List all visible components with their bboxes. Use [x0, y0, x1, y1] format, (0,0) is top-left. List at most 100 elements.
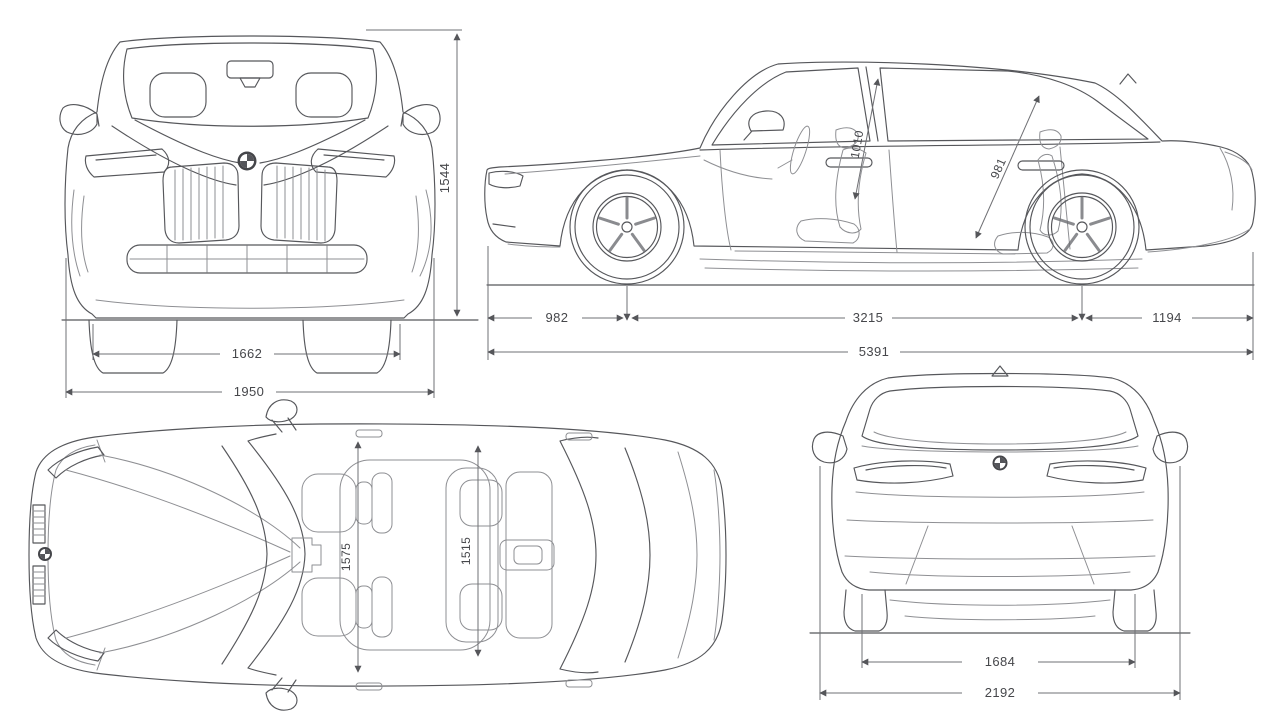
front-rearview-mirror-mount	[239, 77, 261, 88]
side-antenna-fin	[1119, 73, 1137, 85]
rear-wheel-right	[1112, 589, 1157, 632]
side-door-handle-rear	[1017, 160, 1065, 171]
rear-shelf-line	[861, 445, 1139, 453]
side-view	[484, 61, 1256, 286]
side-mirror	[743, 110, 785, 141]
dimension-annotations: 1544 1662 1950 1010 981	[65, 29, 1254, 700]
rear-wheel-left	[843, 589, 888, 632]
dim-label: 981	[988, 156, 1009, 181]
dim-label: 1194	[1152, 310, 1182, 325]
top-mirror-lower	[265, 677, 298, 711]
side-door-handle-front	[825, 157, 873, 168]
rear-antenna-fin	[991, 365, 1009, 377]
steering-wheel	[789, 125, 811, 175]
dim-body-width: 1950	[65, 258, 435, 399]
rear-view	[809, 365, 1191, 634]
front-view	[59, 35, 479, 374]
wheel-rear	[1023, 168, 1141, 286]
rear-taillight-right	[1046, 460, 1147, 484]
dim-label: 1010	[848, 129, 867, 159]
top-door-handle-1	[355, 429, 383, 438]
front-wheel-right	[302, 319, 392, 374]
top-hood-creases	[65, 454, 301, 654]
dim-rear-interior-width: 1515	[459, 445, 482, 657]
dim-wheelbase: 3215	[631, 310, 1079, 325]
dim-rear-overhang: 1194	[1085, 310, 1254, 325]
dim-label: 5391	[859, 344, 890, 359]
kidney-grille-right-slats	[276, 165, 326, 242]
rear-body-outline	[831, 372, 1169, 591]
front-rearview-mirror	[226, 60, 274, 79]
dim-overall-height: 1544	[366, 29, 462, 317]
side-headlight	[488, 170, 524, 228]
front-windshield	[123, 42, 377, 127]
rear-window	[861, 385, 1139, 451]
side-door-cuts	[719, 146, 1071, 253]
top-headlight-left-lower	[47, 629, 105, 662]
rear-mirror-right	[1152, 431, 1189, 464]
center-console	[291, 537, 322, 573]
kidney-grille-left	[162, 162, 240, 244]
dim-label: 1950	[234, 384, 265, 399]
dim-label: 1515	[459, 537, 473, 565]
kidney-grille-right	[260, 162, 338, 244]
front-lower-intake-grid	[129, 245, 365, 273]
side-window-front	[711, 67, 871, 146]
front-wheel-left	[88, 319, 178, 374]
front-headrest-right	[295, 72, 353, 118]
rear-taillight-left	[853, 460, 954, 484]
floor-line	[734, 250, 1016, 255]
top-door-handle-4	[565, 679, 593, 688]
rear-window-inner	[873, 431, 1127, 445]
rear-mirror-left	[811, 431, 848, 464]
dim-label: 982	[546, 310, 569, 325]
dim-front-interior-height: 1010	[848, 78, 881, 200]
front-hood-creases	[111, 119, 389, 186]
front-mirror-right	[400, 104, 441, 135]
top-view	[28, 399, 727, 711]
top-door-handle-2	[565, 432, 593, 441]
top-rear-window	[559, 436, 651, 674]
side-rear-details	[1147, 147, 1253, 253]
dim-rear-track: 1684	[861, 594, 1136, 669]
dim-label: 2192	[985, 685, 1016, 700]
side-hood-crease	[504, 155, 701, 175]
dashboard-line	[703, 159, 793, 180]
top-grille-hatch	[32, 504, 46, 605]
dim-front-overhang: 982	[487, 246, 1254, 360]
dim-width-with-mirrors: 2192	[819, 466, 1181, 700]
front-bumper-creases	[71, 189, 432, 309]
top-body-outline	[28, 423, 727, 687]
front-headlight-right	[310, 148, 396, 178]
wheel	[569, 169, 685, 285]
rear-seat	[994, 129, 1062, 255]
side-beltline	[699, 141, 1161, 151]
dim-front-interior-width: 1575	[339, 441, 362, 673]
dim-rear-interior-height: 981	[975, 95, 1040, 239]
front-mirror-left	[59, 104, 100, 135]
dim-label: 1662	[232, 346, 263, 361]
bmw-roundel-icon	[237, 151, 257, 171]
rear-underbody	[889, 599, 1111, 621]
top-headlight-left-upper	[47, 446, 105, 479]
top-mirror-upper	[265, 399, 298, 433]
top-rear-bench	[445, 467, 555, 643]
dim-front-track-width: 1662	[92, 324, 401, 361]
rear-bumper-lines	[844, 491, 1156, 585]
kidney-grille-left-slats	[174, 165, 224, 241]
top-panoramic-roof	[339, 459, 491, 651]
front-body-outline	[64, 35, 436, 319]
dim-overall-length: 5391	[487, 344, 1254, 359]
dim-label: 1544	[437, 163, 452, 194]
dim-label: 1575	[339, 543, 353, 571]
top-windshield	[221, 433, 306, 676]
side-window-rear	[865, 66, 1149, 142]
front-lower-intake	[126, 244, 368, 274]
bmw-roundel-icon	[38, 547, 52, 561]
side-body-outline	[484, 61, 1256, 251]
dim-label: 1684	[985, 654, 1016, 669]
top-door-handle-3	[355, 682, 383, 691]
dim-label: 3215	[853, 310, 884, 325]
